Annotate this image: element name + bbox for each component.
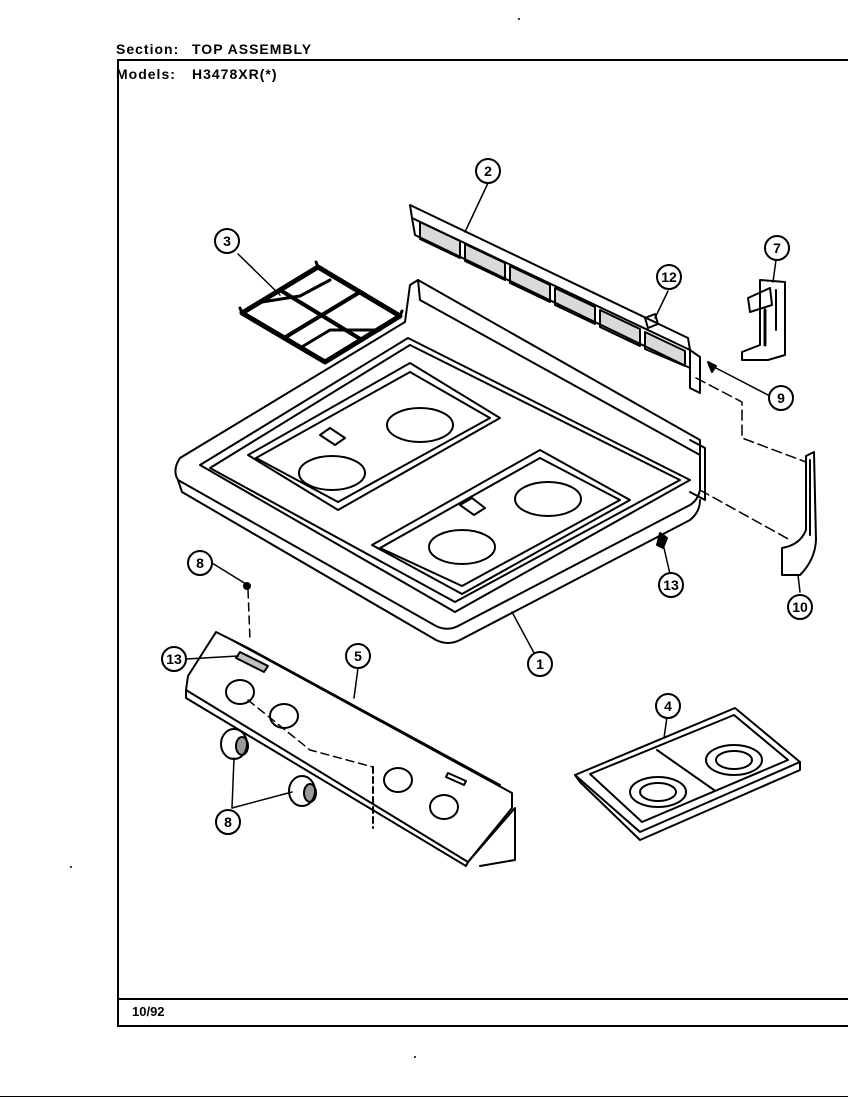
section-label: Section:: [116, 41, 180, 57]
callout-1: 1: [527, 651, 553, 677]
models-label: Models:: [116, 66, 176, 82]
svg-text:12: 12: [661, 269, 677, 285]
svg-text:7: 7: [773, 240, 781, 256]
backguard-trim: [409, 204, 701, 394]
control-panel: [185, 631, 516, 867]
footer-rule: [117, 998, 848, 1000]
callout-13: 13: [161, 646, 187, 672]
section-value: TOP ASSEMBLY: [192, 41, 313, 57]
page-bottom-rule: [0, 1096, 848, 1097]
callout-3: 3: [214, 228, 240, 254]
speck: [518, 18, 520, 20]
svg-text:3: 3: [223, 233, 231, 249]
callout-2: 2: [475, 158, 501, 184]
screw-9: [707, 361, 717, 373]
models-value: H3478XR(*): [192, 66, 278, 82]
callout-8-lower: 8: [215, 809, 241, 835]
callout-9-upper: 9: [768, 385, 794, 411]
side-bracket: [741, 279, 786, 361]
callout-7: 7: [764, 235, 790, 261]
callout-4: 4: [655, 693, 681, 719]
svg-text:13: 13: [663, 577, 679, 593]
clip-12: [656, 532, 668, 549]
section-header: Section: TOP ASSEMBLY: [116, 41, 312, 57]
svg-text:13: 13: [166, 651, 182, 667]
screw-11: [644, 313, 659, 329]
revision-date: 10/92: [132, 1004, 165, 1019]
burner-grate: [238, 260, 404, 365]
burner-box: [574, 707, 801, 841]
diagram-frame: [117, 59, 848, 1027]
svg-text:10: 10: [792, 599, 808, 615]
callout-5: 5: [345, 643, 371, 669]
callout-8-upper: 8: [187, 550, 213, 576]
callout-10: 10: [787, 594, 813, 620]
svg-text:1: 1: [536, 656, 544, 672]
side-trim: [781, 451, 817, 576]
svg-text:5: 5: [354, 648, 362, 664]
callouts: 2 3 12 7 9 13 10 1 8 13 5 4 8: [161, 158, 813, 835]
svg-text:8: 8: [196, 555, 204, 571]
svg-text:9: 9: [777, 390, 785, 406]
speck: [70, 866, 72, 868]
control-knobs: [220, 728, 317, 807]
callout-12: 13: [658, 572, 684, 598]
callout-11: 12: [656, 264, 682, 290]
models-header: Models: H3478XR(*): [116, 66, 277, 82]
svg-text:8: 8: [224, 814, 232, 830]
svg-text:4: 4: [664, 698, 672, 714]
main-cooktop: [174, 279, 706, 644]
svg-text:2: 2: [484, 163, 492, 179]
speck: [414, 1056, 416, 1058]
leader-lines: [185, 182, 807, 809]
